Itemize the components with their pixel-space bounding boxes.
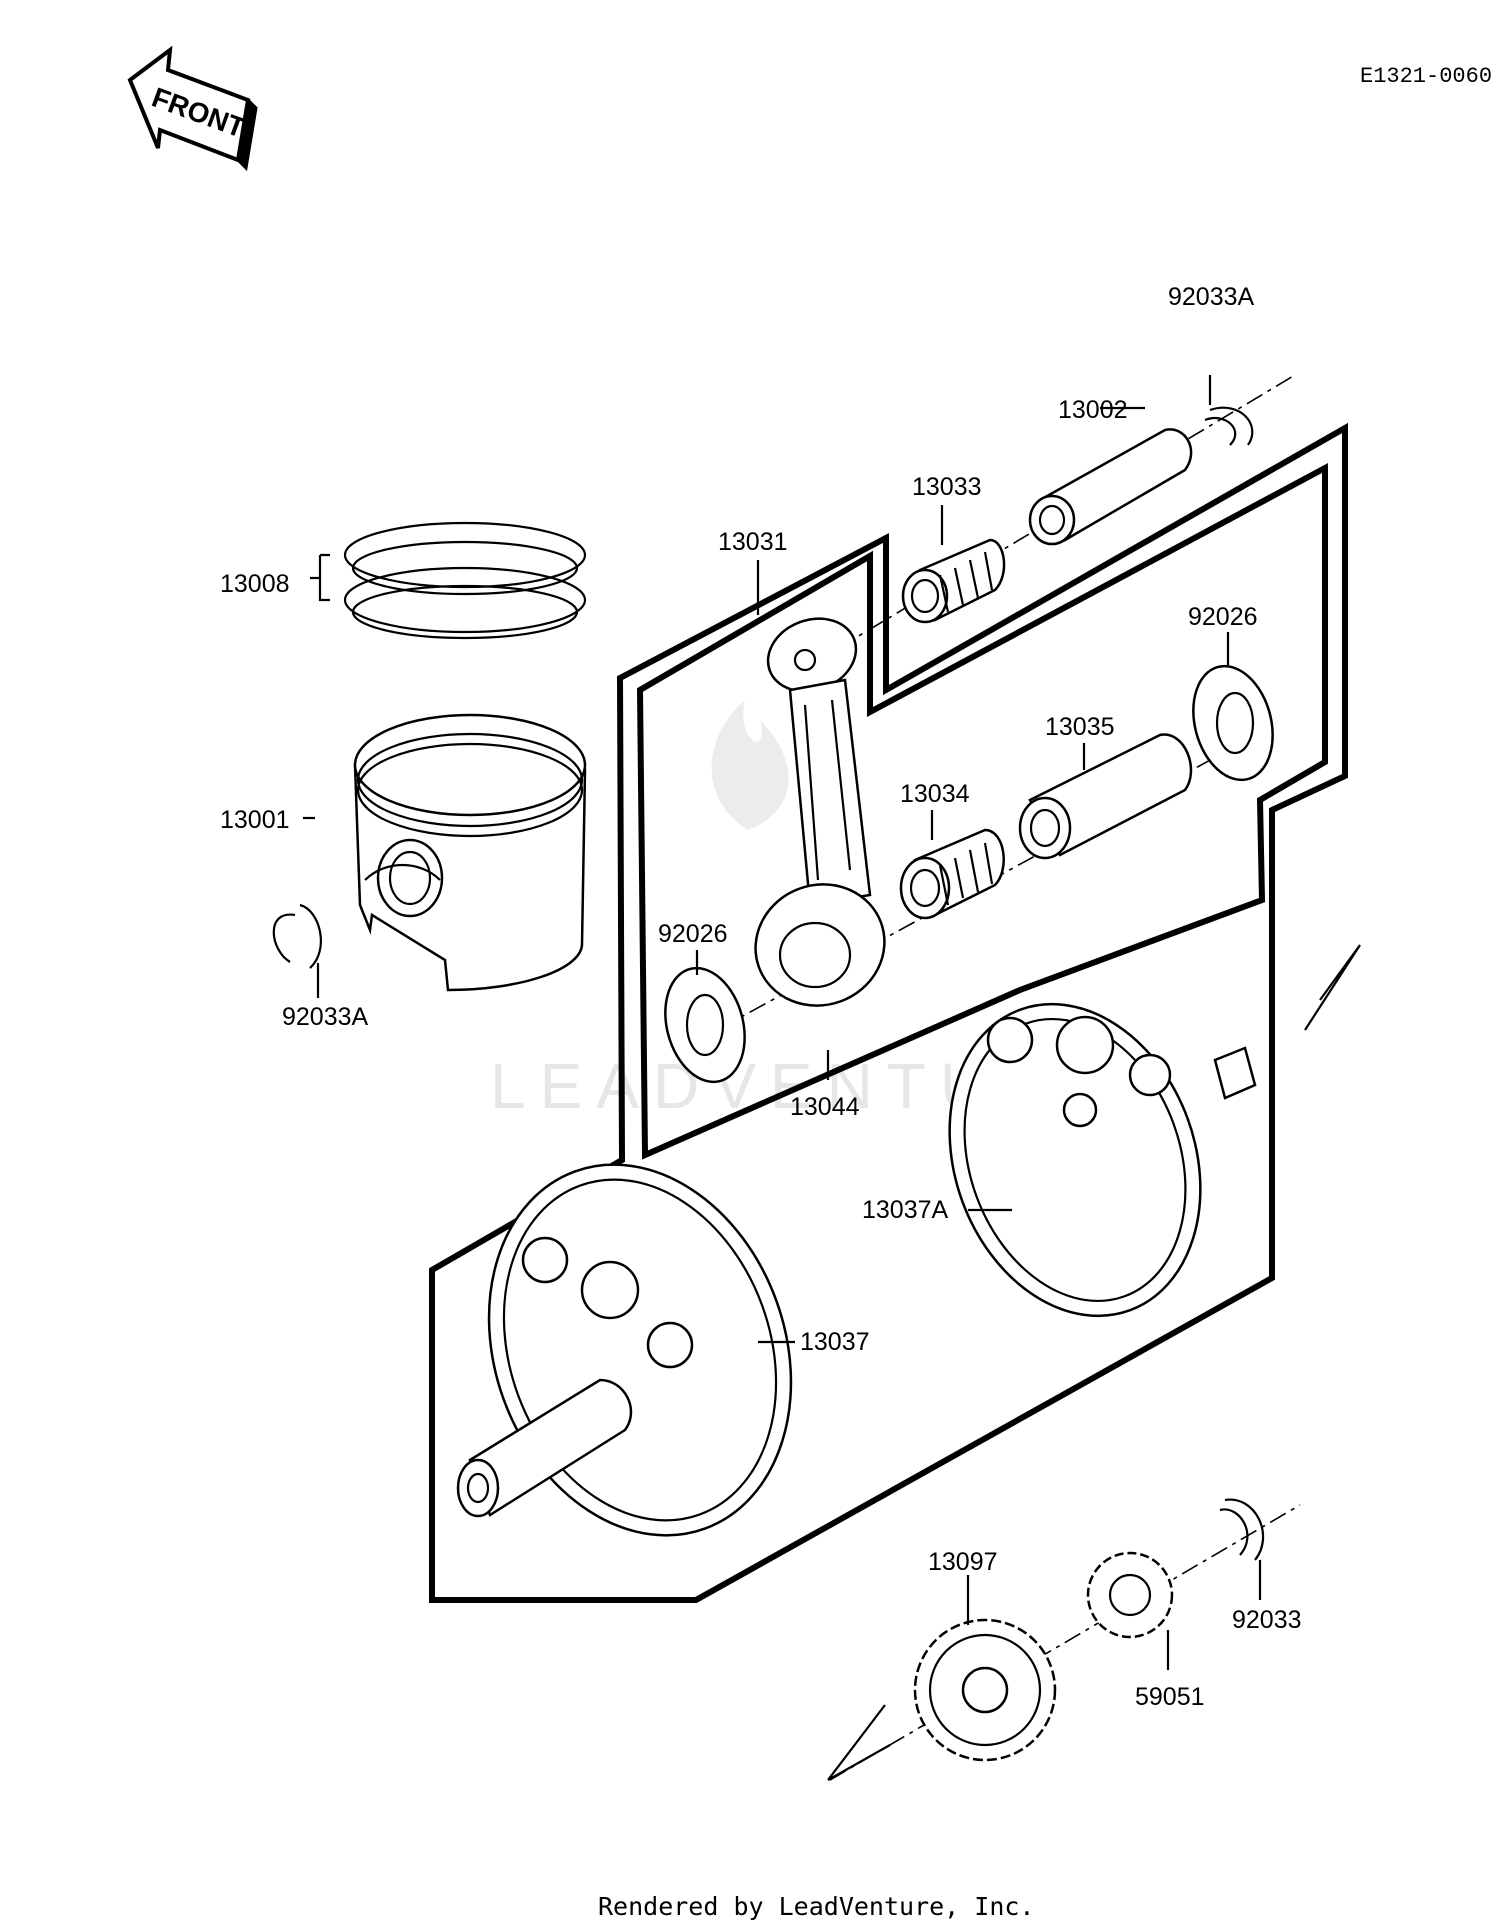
- leader-lines: [303, 375, 1262, 1670]
- label-92033A-top: 92033A: [1168, 283, 1255, 311]
- label-92033: 92033: [1232, 1606, 1302, 1634]
- circlip-bottom: [1219, 1498, 1265, 1561]
- thrust-washer-right: [1192, 664, 1274, 782]
- circlip-top: [1204, 406, 1254, 446]
- connecting-rod: [754, 617, 886, 1007]
- label-13034: 13034: [900, 780, 970, 808]
- label-59051: 59051: [1135, 1683, 1205, 1711]
- part-labels: 13008 13001 92033A 92033A 13002 13033 13…: [220, 283, 1302, 1711]
- label-13033: 13033: [912, 473, 982, 501]
- primary-gear: [913, 1618, 1057, 1762]
- label-92026-right: 92026: [1188, 603, 1258, 631]
- label-92033A-left: 92033A: [282, 1003, 369, 1031]
- label-13037: 13037: [800, 1328, 870, 1356]
- label-13008: 13008: [220, 570, 290, 598]
- label-13037A: 13037A: [862, 1196, 949, 1224]
- thrust-washer-left: [664, 966, 746, 1084]
- piston-rings: [310, 521, 587, 640]
- crank-half-right: [948, 1002, 1257, 1318]
- crank-pin: [1018, 733, 1193, 860]
- front-arrow[interactable]: FRONT: [127, 45, 258, 172]
- flame-watermark-icon: [711, 700, 789, 830]
- small-end-bearing: [901, 538, 1006, 624]
- piston: [353, 713, 587, 992]
- circlip-left: [272, 903, 322, 969]
- footer-credit: Rendered by LeadVenture, Inc.: [598, 1892, 1035, 1921]
- label-13035: 13035: [1045, 713, 1115, 741]
- label-13001: 13001: [220, 806, 290, 834]
- assembly-bracket: [429, 422, 1348, 1603]
- piston-pin: [1028, 428, 1193, 546]
- label-13097: 13097: [928, 1548, 998, 1576]
- sprocket: [1086, 1551, 1174, 1639]
- label-13031: 13031: [718, 528, 788, 556]
- big-end-bearing: [899, 828, 1005, 920]
- crank-half-left: [456, 1163, 793, 1537]
- label-92026-left: 92026: [658, 920, 728, 948]
- drawing-code: E1321-0060: [1360, 64, 1492, 89]
- label-13044: 13044: [790, 1093, 860, 1121]
- label-13002: 13002: [1058, 396, 1128, 424]
